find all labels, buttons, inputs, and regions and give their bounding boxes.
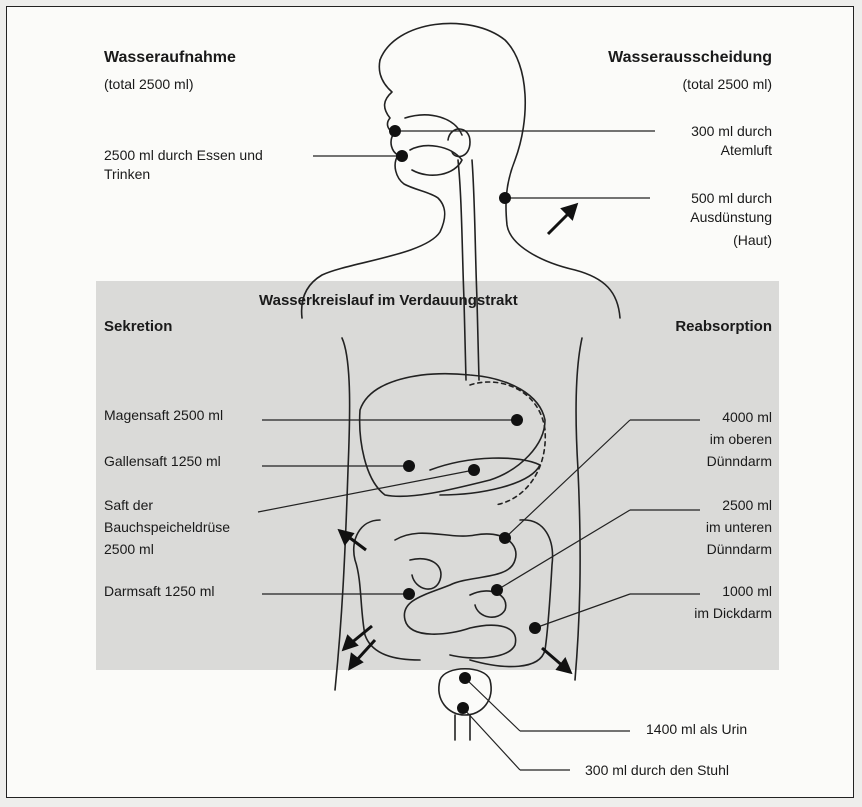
dot-colon — [529, 622, 541, 634]
esophagus — [458, 160, 479, 380]
dot-pancreas — [468, 464, 480, 476]
leader-urine — [465, 678, 520, 731]
dot-urine — [459, 672, 471, 684]
dot-gastric — [511, 414, 523, 426]
breath-label-line2: Atemluft — [721, 139, 772, 161]
rectum — [455, 715, 470, 740]
lower-small-intestine-line3: Dünndarm — [707, 538, 772, 560]
upper-small-intestine-line3: Dünndarm — [707, 450, 772, 472]
dot-food — [396, 150, 408, 162]
torso-right — [575, 338, 582, 680]
food-label-line2: Trinken — [104, 163, 150, 185]
dot-upper — [499, 532, 511, 544]
upper-small-intestine-line2: im oberen — [710, 428, 772, 450]
leader-lower — [497, 510, 630, 590]
intake-total: (total 2500 ml) — [104, 73, 193, 95]
secretion-heading: Sekretion — [104, 316, 172, 338]
excretion-title: Wasserausscheidung — [608, 47, 772, 69]
stool-label: 300 ml durch den Stuhl — [585, 759, 729, 781]
large-intestine — [354, 520, 553, 667]
dot-bile — [403, 460, 415, 472]
intake-title: Wasseraufnahme — [104, 47, 236, 69]
lower-small-intestine-line1: 2500 ml — [722, 494, 772, 516]
panel-title: Wasserkreislauf im Verdauungstrakt — [259, 290, 518, 312]
pancreas-label-line1: Saft der — [104, 494, 153, 516]
pancreas-label-line2: Bauchspeicheldrüse — [104, 516, 230, 538]
ear — [448, 129, 470, 157]
lower-small-intestine-line2: im unteren — [706, 516, 772, 538]
dot-stool — [457, 702, 469, 714]
dot-intestinal — [403, 588, 415, 600]
upper-small-intestine-line1: 4000 ml — [722, 406, 772, 428]
nasal-cavity — [405, 115, 462, 175]
leader-stool — [463, 708, 520, 770]
colon-label-line1: 1000 ml — [722, 580, 772, 602]
colon-label-line2: im Dickdarm — [694, 602, 772, 624]
face-profile — [302, 60, 445, 318]
bile-label: Gallensaft 1250 ml — [104, 450, 221, 472]
reabsorption-heading: Reabsorption — [675, 316, 772, 338]
skin-label-line3: (Haut) — [733, 229, 772, 251]
excretion-total: (total 2500 ml) — [683, 73, 772, 95]
head-outline — [380, 23, 620, 318]
dot-breath — [389, 125, 401, 137]
dot-skin — [499, 192, 511, 204]
liver — [360, 374, 545, 497]
gastric-label: Magensaft 2500 ml — [104, 404, 223, 426]
pancreas-label-line3: 2500 ml — [104, 538, 154, 560]
urine-label: 1400 ml als Urin — [646, 718, 747, 740]
dot-lower — [491, 584, 503, 596]
intestinal-label: Darmsaft 1250 ml — [104, 580, 214, 602]
skin-label-line2: Ausdünstung — [690, 206, 772, 228]
